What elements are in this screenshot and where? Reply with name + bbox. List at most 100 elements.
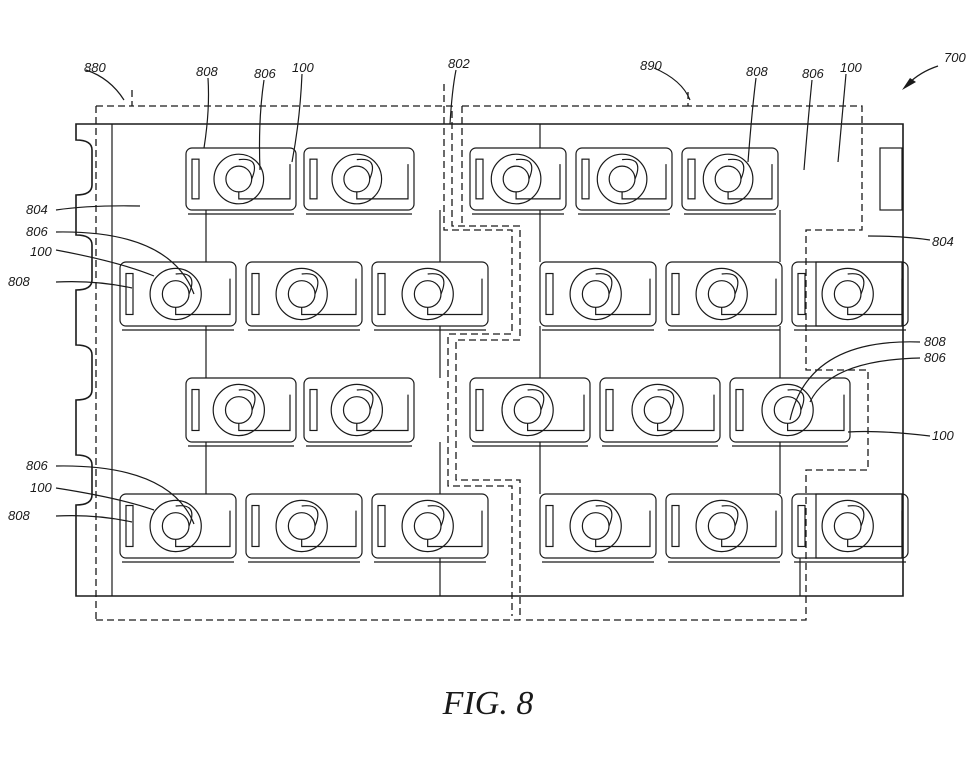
figure-caption: FIG. 8 <box>442 685 534 722</box>
ref-separation-line: 802 <box>448 56 470 71</box>
cell-can <box>821 499 874 553</box>
tab-808 <box>309 158 318 200</box>
battery-cell <box>665 493 783 563</box>
cell-can <box>569 267 622 321</box>
cell-body <box>791 493 909 559</box>
battery-cell <box>791 493 909 563</box>
leader-line <box>747 77 757 163</box>
spiral-lead <box>175 273 231 316</box>
cell-body <box>371 261 489 327</box>
ref-left-group: 880 <box>84 60 106 75</box>
ref-cell-bottom-left: 100 <box>30 480 52 495</box>
tab-808 <box>605 388 614 432</box>
spiral-lead <box>527 389 585 432</box>
tab-808 <box>191 388 200 432</box>
ref-cell-top-right: 100 <box>840 60 862 75</box>
group-880-boundary <box>95 90 521 621</box>
cell-body <box>539 493 657 559</box>
leader-line <box>55 487 155 511</box>
spiral-lead <box>175 505 231 548</box>
group-890-boundary <box>461 90 869 621</box>
leader-line <box>837 73 847 163</box>
cell-body <box>119 261 237 327</box>
tab-808 <box>735 388 744 432</box>
cell-body <box>185 147 297 211</box>
terminal-806 <box>161 280 190 308</box>
battery-cell <box>185 147 297 215</box>
cell-can <box>501 383 554 437</box>
cell-can <box>275 267 328 321</box>
spiral-lead <box>301 505 357 548</box>
tab-808 <box>545 272 554 316</box>
battery-cell <box>303 377 415 447</box>
cell-rows <box>119 124 909 596</box>
spiral-lead <box>427 505 483 548</box>
battery-cell <box>681 147 779 215</box>
tab-808 <box>377 504 386 548</box>
cell-body <box>665 493 783 559</box>
leader-line <box>55 205 141 211</box>
tab-808 <box>191 158 200 200</box>
spiral-lead <box>301 273 357 316</box>
cell-can <box>631 383 684 437</box>
cell-can <box>149 499 202 553</box>
spiral-lead <box>595 505 651 548</box>
tab-808 <box>475 388 484 432</box>
spiral-lead <box>356 389 409 432</box>
substrate-outline <box>75 123 904 597</box>
battery-cell <box>185 377 297 447</box>
spiral-lead <box>238 389 291 432</box>
ref-terminal-bottom-left: 806 <box>26 458 48 473</box>
ref-right-group: 890 <box>640 58 662 73</box>
ref-tab-lower-right: 808 <box>924 334 946 349</box>
ref-cell-mid-left: 100 <box>30 244 52 259</box>
leader-line <box>85 69 125 101</box>
cell-can <box>331 153 383 205</box>
leader-line <box>789 341 921 421</box>
cell-can <box>401 499 454 553</box>
arrowhead-700 <box>902 78 916 90</box>
cell-body <box>303 377 415 443</box>
substrate-frame <box>75 123 904 597</box>
cell-can <box>596 153 648 205</box>
cell-can <box>213 153 265 205</box>
cell-body <box>539 261 657 327</box>
leader-line <box>55 281 133 289</box>
leader-lines <box>55 65 939 525</box>
battery-cell <box>245 493 363 563</box>
spiral-lead <box>721 273 777 316</box>
battery-cell <box>371 493 489 563</box>
terminal-806 <box>224 396 253 424</box>
leader-line <box>55 249 155 277</box>
terminal-806 <box>502 165 530 193</box>
group-boundaries <box>95 84 869 621</box>
cell-body <box>665 261 783 327</box>
tab-808 <box>545 504 554 548</box>
ref-substrate-right: 804 <box>932 234 954 249</box>
terminal-806 <box>581 280 610 308</box>
spiral-lead <box>847 273 903 316</box>
ref-terminal-lower-right: 806 <box>924 350 946 365</box>
battery-cell <box>539 493 657 563</box>
spiral-lead <box>847 505 903 548</box>
terminal-806 <box>513 396 542 424</box>
cell-can <box>330 383 383 437</box>
cell-can <box>695 267 748 321</box>
cell-can <box>695 499 748 553</box>
leader-line <box>449 69 457 125</box>
terminal-806 <box>343 165 371 193</box>
battery-cell <box>575 147 673 215</box>
leader-line <box>809 357 921 403</box>
tab-808 <box>797 272 806 316</box>
spiral-lead <box>727 158 773 200</box>
tab-808 <box>687 158 696 200</box>
battery-cell <box>245 261 363 331</box>
leader-line <box>55 515 133 523</box>
battery-cell <box>119 261 237 331</box>
cell-can <box>761 383 814 437</box>
tab-808 <box>309 388 318 432</box>
cell-body <box>599 377 721 443</box>
battery-cell <box>469 147 567 215</box>
